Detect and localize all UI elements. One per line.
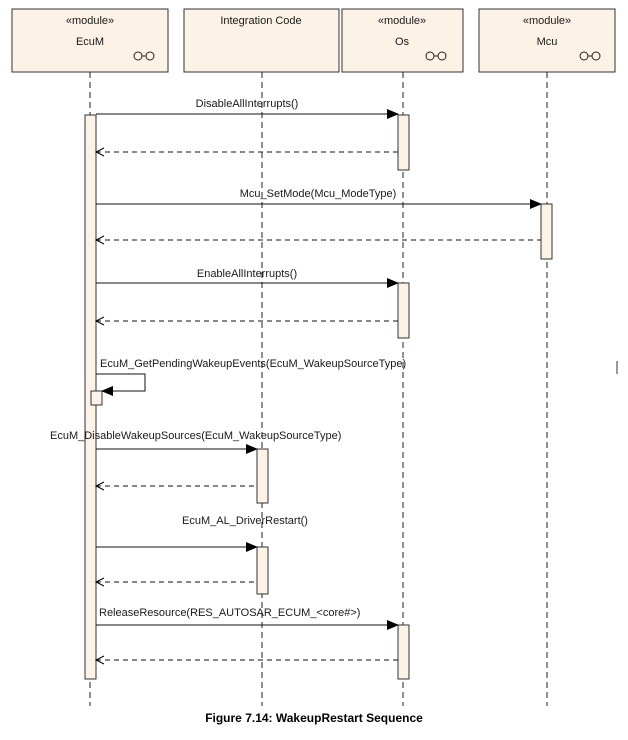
activation-os bbox=[397, 114, 410, 171]
message-label: EcuM_AL_DriverRestart() bbox=[182, 515, 308, 527]
lifeline-header-mcu: «module» Mcu bbox=[478, 8, 616, 73]
activation-ecum-self bbox=[90, 390, 103, 406]
lifeline-name: Mcu bbox=[537, 36, 558, 48]
activation-integration bbox=[256, 546, 269, 595]
stereotype-label: «module» bbox=[523, 15, 571, 27]
lifeline-box bbox=[183, 8, 340, 73]
message-label: EcuM_DisableWakeupSources(EcuM_WakeupSou… bbox=[50, 430, 341, 442]
stereotype-label: «module» bbox=[66, 15, 114, 27]
lifeline-header-integration: Integration Code bbox=[183, 8, 340, 73]
message-label: DisableAllInterrupts() bbox=[196, 98, 299, 110]
message-label: EnableAllInterrupts() bbox=[197, 268, 297, 280]
stereotype-label: «module» bbox=[378, 15, 426, 27]
self-message-arrow bbox=[96, 373, 146, 396]
message-label: EcuM_GetPendingWakeupEvents(EcuM_WakeupS… bbox=[100, 358, 406, 370]
activation-os bbox=[397, 624, 410, 680]
activation-mcu bbox=[540, 203, 553, 260]
lifeline-header-ecum: «module» EcuM bbox=[11, 8, 169, 73]
activation-os bbox=[397, 282, 410, 339]
message-label: Mcu_SetMode(Mcu_ModeType) bbox=[240, 188, 397, 200]
component-icon bbox=[425, 51, 447, 61]
message-label: ReleaseResource(RES_AUTOSAR_ECUM_<core#>… bbox=[99, 607, 360, 619]
lifeline-name: Integration Code bbox=[220, 15, 301, 27]
lifeline-box bbox=[341, 8, 464, 73]
lifeline-header-os: «module» Os bbox=[341, 8, 464, 73]
component-icon bbox=[133, 51, 155, 61]
lifeline-name: EcuM bbox=[76, 36, 104, 48]
component-icon bbox=[579, 51, 601, 61]
lifeline-box bbox=[11, 8, 169, 73]
lifeline-name: Os bbox=[395, 36, 410, 48]
activation-integration bbox=[256, 448, 269, 504]
figure-caption: Figure 7.14: WakeupRestart Sequence bbox=[205, 711, 423, 725]
